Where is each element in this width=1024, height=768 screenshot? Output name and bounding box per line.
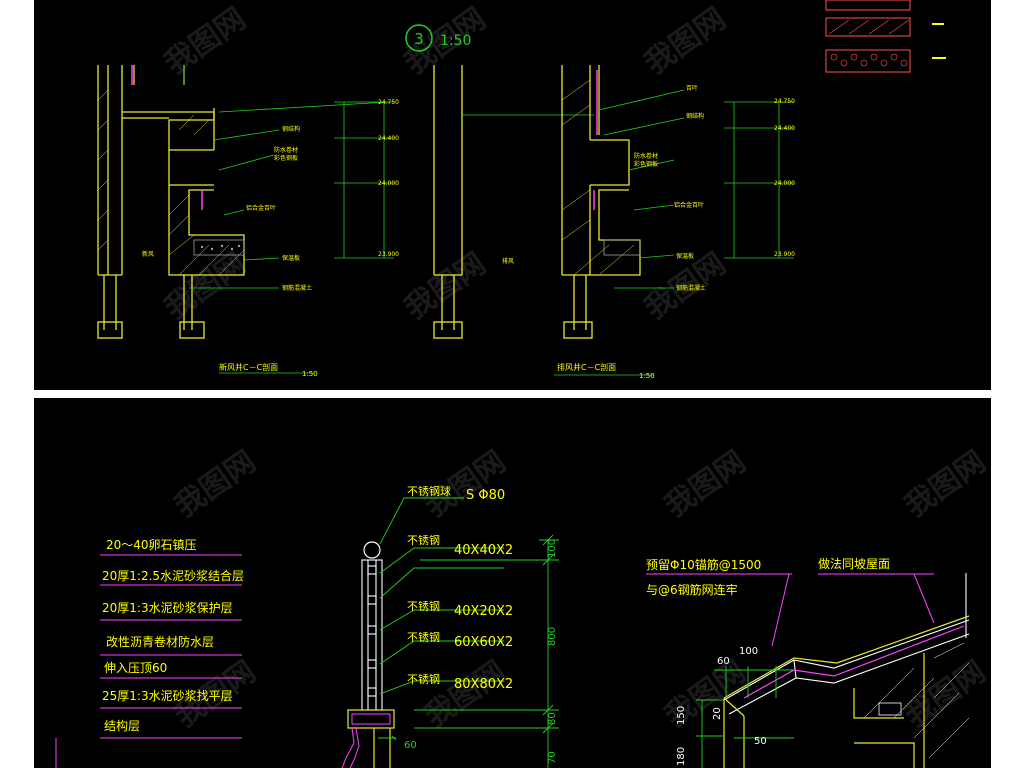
svg-text:我图网: 我图网 <box>419 654 513 734</box>
svg-text:铝合金百叶: 铝合金百叶 <box>674 201 704 209</box>
railing-part-size-4: 80X80X2 <box>454 677 513 692</box>
railing-part-size-2: 40X20X2 <box>454 604 513 619</box>
svg-text:百叶: 百叶 <box>686 84 698 92</box>
svg-text:24.400: 24.400 <box>378 135 399 142</box>
railing-part-label-4: 不锈钢 <box>407 673 440 686</box>
left-annotations: 钢结构 防水卷材 彩色钢板 铝合金百叶 保温板 钢筋混凝土 24.750 24.… <box>142 99 399 292</box>
railing-part-label-1: 不锈钢 <box>407 534 440 547</box>
detail-marker-circle <box>405 24 433 52</box>
svg-text:防水卷材: 防水卷材 <box>634 152 658 160</box>
svg-text:防水卷材: 防水卷材 <box>274 146 298 154</box>
svg-text:24.750: 24.750 <box>774 98 795 105</box>
caption-right-scale: 1:50 <box>639 372 655 380</box>
roof-dim-50: 50 <box>754 736 767 747</box>
svg-text:24.000: 24.000 <box>774 180 795 187</box>
layer-label-6: 25厚1:3水泥砂浆找平层 <box>102 688 233 703</box>
layer-label-5: 伸入压顶60 <box>104 661 167 675</box>
layer-label-4: 改性沥青卷材防水层 <box>106 634 214 649</box>
railing-part-size-1: 40X40X2 <box>454 543 513 558</box>
svg-text:铝合金百叶: 铝合金百叶 <box>246 204 276 212</box>
left-section-hatch <box>97 89 245 276</box>
layer-label-2: 20厚1:2.5水泥砂浆结合层 <box>102 568 244 583</box>
roof-dim-100: 100 <box>739 646 758 657</box>
svg-text:24.000: 24.000 <box>378 180 399 187</box>
drawing-panel-bottom: 我图网 我图网 我图网 我图网 我图网 我图网 我图网 我图网 20～40卵石镇… <box>34 398 991 768</box>
layer-label-7: 结构层 <box>104 718 140 733</box>
svg-text:彩色钢板: 彩色钢板 <box>274 154 298 162</box>
roof-dim-60: 60 <box>717 656 730 667</box>
svg-text:钢结构: 钢结构 <box>282 125 300 133</box>
roof-note-3: 做法同坡屋面 <box>818 556 890 571</box>
svg-text:24.400: 24.400 <box>774 125 795 132</box>
right-annotations: 百叶 钢结构 防水卷材 彩色钢板 铝合金百叶 保温板 钢筋混凝土 24.750 … <box>634 84 795 292</box>
watermark-group-bottom: 我图网 我图网 我图网 我图网 我图网 我图网 我图网 我图网 <box>169 444 991 734</box>
svg-text:保温板: 保温板 <box>282 254 300 262</box>
svg-text:我图网: 我图网 <box>159 246 253 326</box>
legend-swatch-2 <box>825 17 911 37</box>
svg-text:我图网: 我图网 <box>659 444 753 524</box>
railing-part-label-3: 不锈钢 <box>407 631 440 644</box>
svg-text:24.750: 24.750 <box>378 99 399 106</box>
svg-text:我图网: 我图网 <box>659 654 753 734</box>
railing-dim-100: 100 <box>547 539 558 558</box>
svg-text:钢结构: 钢结构 <box>686 112 704 120</box>
svg-text:排风: 排风 <box>502 257 514 265</box>
railing-dim-800: 800 <box>547 627 558 646</box>
svg-text:23.900: 23.900 <box>378 251 399 258</box>
layer-label-3: 20厚1:3水泥砂浆保护层 <box>102 600 233 615</box>
railing-dim-70: 70 <box>547 751 558 764</box>
svg-text:钢筋混凝土: 钢筋混凝土 <box>282 284 312 292</box>
svg-text:我图网: 我图网 <box>159 1 253 81</box>
svg-text:我图网: 我图网 <box>169 444 263 524</box>
roof-parapet-detail: 预留Φ10锚筋@1500 与@6钢筋网连牢 做法同坡屋面 <box>646 556 970 768</box>
caption-right: 排风井C－C剖面 <box>557 362 616 372</box>
railing-part-size-3: 60X60X2 <box>454 635 513 650</box>
legend-swatch-1 <box>825 0 911 11</box>
railing-detail: 不锈钢球 不锈钢 不锈钢 不锈钢 不锈钢 S Φ80 40X40X2 40X20… <box>341 484 559 768</box>
layer-label-1: 20～40卵石镇压 <box>106 538 197 552</box>
roof-dim-150: 150 <box>676 706 687 725</box>
section-drawing-top: 我图网 我图网 我图网 我图网 我图网 我图网 3 1:50 <box>97 0 946 380</box>
svg-text:我图网: 我图网 <box>399 246 493 326</box>
railing-ball-label: 不锈钢球 <box>407 484 451 498</box>
roof-note-2: 与@6钢筋网连牢 <box>646 582 738 597</box>
railing-dim-60: 60 <box>404 740 417 751</box>
svg-text:我图网: 我图网 <box>899 654 991 734</box>
svg-text:新风: 新风 <box>142 250 154 258</box>
roof-dim-180: 180 <box>676 747 687 766</box>
railing-dim-80: 80 <box>547 712 558 725</box>
svg-text:保温板: 保温板 <box>676 252 694 260</box>
legend-swatch-3 <box>825 49 911 73</box>
caption-left-scale: 1:50 <box>302 370 318 378</box>
caption-left: 新风井C－C剖面 <box>219 362 278 372</box>
drawing-panel-top: 我图网 我图网 我图网 我图网 我图网 我图网 3 1:50 <box>34 0 991 390</box>
right-dimension-lines <box>598 89 794 289</box>
svg-text:钢筋混凝土: 钢筋混凝土 <box>676 284 706 292</box>
section-drawing-bottom: 我图网 我图网 我图网 我图网 我图网 我图网 我图网 我图网 20～40卵石镇… <box>55 444 991 768</box>
railing-ball-dim: S Φ80 <box>466 488 505 503</box>
svg-text:我图网: 我图网 <box>639 1 733 81</box>
roof-note-1: 预留Φ10锚筋@1500 <box>646 557 761 572</box>
layer-callout-list: 20～40卵石镇压 20厚1:2.5水泥砂浆结合层 20厚1:3水泥砂浆保护层 … <box>55 538 244 768</box>
left-dimension-lines <box>183 65 394 289</box>
svg-text:彩色钢板: 彩色钢板 <box>634 160 658 168</box>
roof-dim-20: 20 <box>712 707 723 720</box>
svg-text:我图网: 我图网 <box>899 444 991 524</box>
detail-number: 3 <box>414 30 424 48</box>
svg-text:23.900: 23.900 <box>774 251 795 258</box>
center-wall <box>433 65 463 339</box>
detail-scale: 1:50 <box>440 33 471 49</box>
railing-part-label-2: 不锈钢 <box>407 600 440 613</box>
right-section-hatch <box>561 79 635 276</box>
